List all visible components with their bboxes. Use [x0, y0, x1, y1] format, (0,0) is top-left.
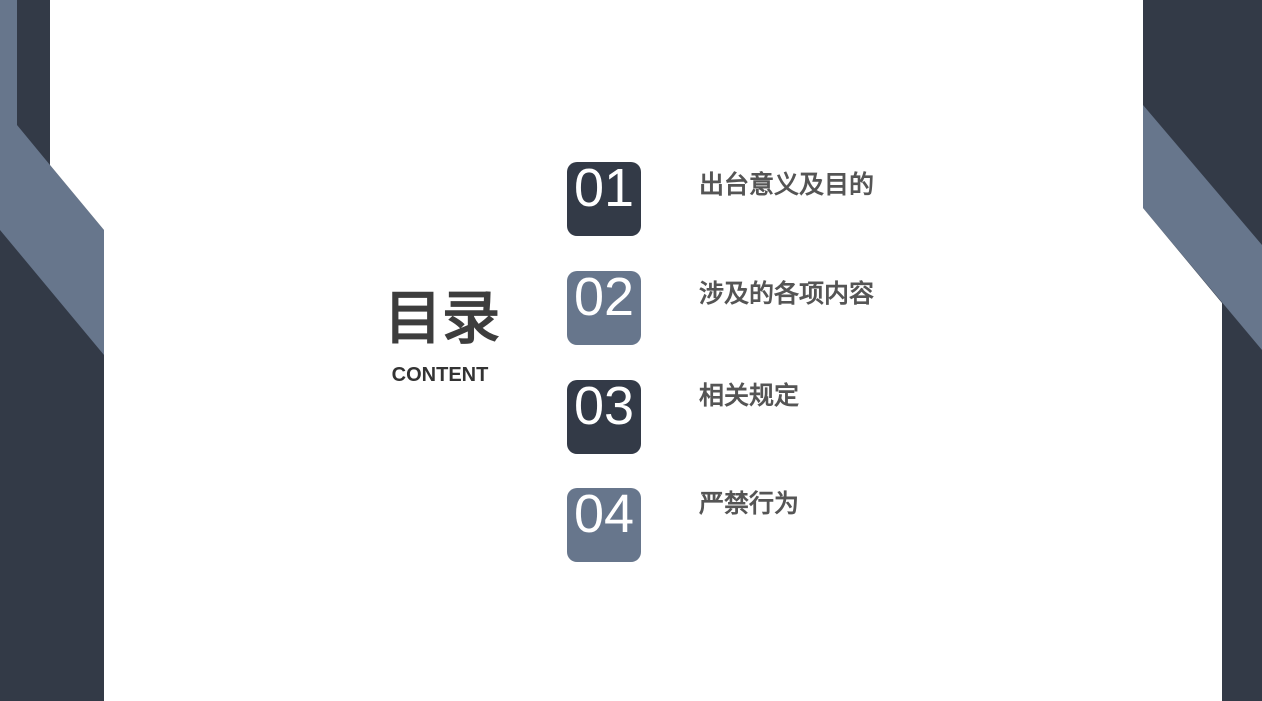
item-number-02: 02 — [567, 270, 641, 345]
item-number-01: 01 — [567, 161, 641, 236]
item-number-03: 03 — [567, 379, 641, 454]
item-label-04[interactable]: 严禁行为 — [699, 489, 800, 518]
page-subtitle: CONTENT — [391, 364, 489, 386]
item-label-01[interactable]: 出台意义及目的 — [699, 170, 875, 199]
item-label-02[interactable]: 涉及的各项内容 — [699, 279, 875, 308]
item-number-04: 04 — [567, 487, 641, 562]
page-title: 目录 — [383, 284, 500, 352]
item-label-03[interactable]: 相关规定 — [699, 381, 800, 410]
